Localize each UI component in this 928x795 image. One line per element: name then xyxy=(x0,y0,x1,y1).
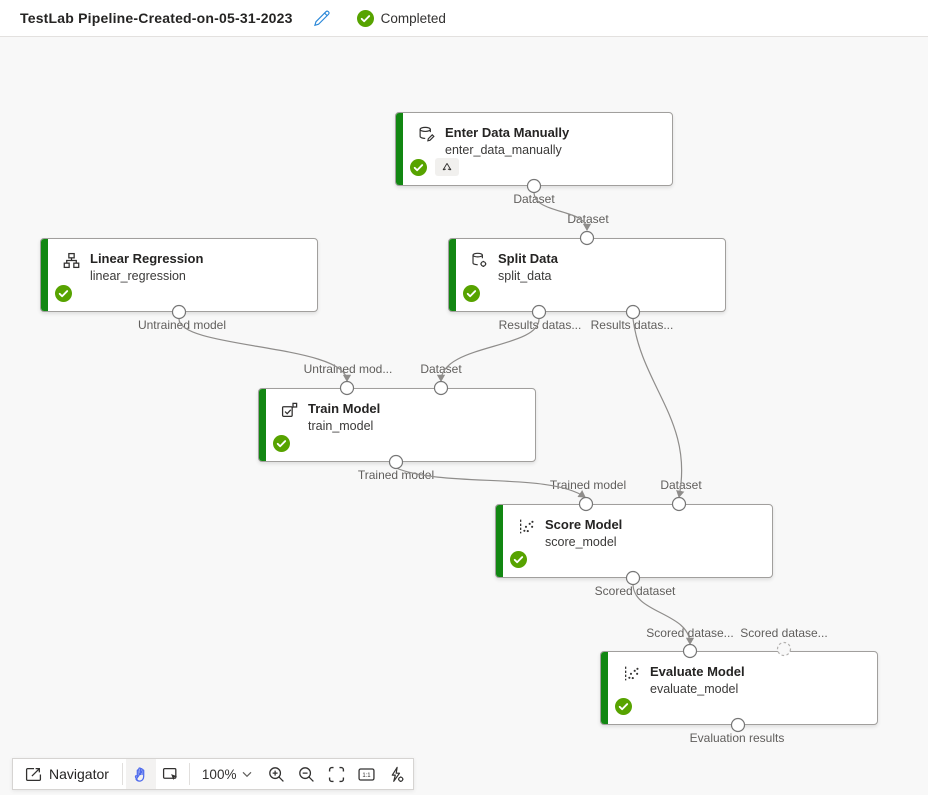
port-input-untrained-model[interactable] xyxy=(339,380,355,396)
scatter-plot-icon xyxy=(517,517,535,535)
node-title: Split Data xyxy=(498,251,558,266)
node-completed-icon xyxy=(410,159,427,176)
auto-layout-icon xyxy=(391,766,404,782)
toolbar-divider xyxy=(121,763,123,785)
node-title: Train Model xyxy=(308,401,381,416)
port-label: Scored datase... xyxy=(740,626,828,640)
node-completed-icon xyxy=(463,285,480,302)
node-subtitle: linear_regression xyxy=(90,269,186,283)
zoom-in-icon xyxy=(269,766,284,782)
port-label: Dataset xyxy=(420,362,462,376)
edit-title-button[interactable] xyxy=(311,7,333,29)
zoom-level-dropdown[interactable]: 100% xyxy=(193,759,262,789)
node-completed-icon xyxy=(615,698,632,715)
port-label: Dataset xyxy=(660,478,702,492)
node-linear-regression[interactable]: Linear Regression linear_regression xyxy=(40,238,318,312)
pan-hand-icon xyxy=(135,766,145,782)
zoom-out-button[interactable] xyxy=(291,759,321,789)
database-edit-icon xyxy=(417,125,435,143)
header-bar: TestLab Pipeline-Created-on-05-31-2023 C… xyxy=(0,0,928,37)
navigator-icon xyxy=(25,767,42,781)
node-split-data[interactable]: Split Data split_data xyxy=(448,238,726,312)
node-enter-data-manually[interactable]: Enter Data Manually enter_data_manually xyxy=(395,112,673,186)
node-status-bar xyxy=(41,239,48,311)
port-output-results-dataset2[interactable] xyxy=(625,304,641,320)
port-output-scored-dataset[interactable] xyxy=(625,570,641,586)
port-label: Dataset xyxy=(513,192,555,206)
port-input-dataset[interactable] xyxy=(579,230,595,246)
port-label: Trained model xyxy=(357,468,435,482)
fit-to-screen-icon xyxy=(328,766,345,782)
port-input-dataset[interactable] xyxy=(433,380,449,396)
port-output-trained-model[interactable] xyxy=(388,454,404,470)
zoom-level-value: 100% xyxy=(201,766,237,782)
actual-size-button[interactable]: 1:1 xyxy=(351,759,381,789)
chevron-down-icon xyxy=(243,771,252,777)
navigator-label: Navigator xyxy=(49,766,109,782)
node-title: Enter Data Manually xyxy=(445,125,570,140)
node-subtitle: evaluate_model xyxy=(650,682,739,696)
completed-check-icon xyxy=(356,9,374,27)
port-label: Evaluation results xyxy=(689,731,785,745)
scatter-plot-icon xyxy=(622,664,640,682)
pencil-icon xyxy=(314,10,330,26)
node-status-bar xyxy=(496,505,503,577)
auto-layout-button[interactable] xyxy=(381,759,411,789)
port-output-dataset[interactable] xyxy=(526,178,542,194)
select-tool-button[interactable] xyxy=(156,759,186,789)
edge-connection xyxy=(632,318,685,499)
node-completed-icon xyxy=(510,551,527,568)
node-status-bar xyxy=(449,239,456,311)
zoom-in-button[interactable] xyxy=(261,759,291,789)
node-subtitle: enter_data_manually xyxy=(445,143,562,157)
node-subtitle: train_model xyxy=(308,419,374,433)
node-completed-icon xyxy=(55,285,72,302)
canvas-toolbar: Navigator 100% xyxy=(12,758,415,790)
port-input-trained-model[interactable] xyxy=(578,496,594,512)
zoom-out-icon xyxy=(299,766,314,782)
pan-tool-button[interactable] xyxy=(125,759,156,789)
port-label: Results datas... xyxy=(590,318,674,332)
port-input-scored-dataset[interactable] xyxy=(682,643,698,659)
port-input-dataset[interactable] xyxy=(671,496,687,512)
status-badge: Completed xyxy=(356,9,446,27)
port-label: Untrained model xyxy=(137,318,227,332)
fit-to-screen-button[interactable] xyxy=(321,759,351,789)
port-output-results-dataset1[interactable] xyxy=(531,304,547,320)
toolbar-divider xyxy=(188,763,190,785)
port-label: Dataset xyxy=(567,212,609,226)
node-score-model[interactable]: Score Model score_model xyxy=(495,504,773,578)
node-status-bar xyxy=(601,652,608,724)
node-evaluate-model[interactable]: Evaluate Model evaluate_model xyxy=(600,651,878,725)
reuse-badge-icon xyxy=(435,158,459,176)
port-output-evaluation-results[interactable] xyxy=(730,717,746,733)
navigator-button[interactable]: Navigator xyxy=(15,759,119,789)
database-gear-icon xyxy=(470,251,488,269)
node-train-model[interactable]: Train Model train_model xyxy=(258,388,536,462)
port-output-untrained-model[interactable] xyxy=(171,304,187,320)
train-model-icon xyxy=(280,401,298,419)
port-label: Scored dataset xyxy=(594,584,676,598)
node-title: Linear Regression xyxy=(90,251,204,266)
port-input-scored-dataset-unconnected[interactable] xyxy=(776,641,792,657)
hierarchy-icon xyxy=(62,251,80,269)
actual-size-icon: 1:1 xyxy=(358,767,375,781)
status-text: Completed xyxy=(380,10,446,26)
svg-text:1:1: 1:1 xyxy=(362,773,371,779)
node-subtitle: split_data xyxy=(498,269,552,283)
pipeline-title: TestLab Pipeline-Created-on-05-31-2023 xyxy=(20,10,293,26)
node-subtitle: score_model xyxy=(545,535,617,549)
node-title: Evaluate Model xyxy=(650,664,745,679)
node-status-bar xyxy=(259,389,266,461)
node-completed-icon xyxy=(273,435,290,452)
pipeline-canvas[interactable]: Enter Data Manually enter_data_manually xyxy=(0,37,928,795)
node-status-bar xyxy=(396,113,403,185)
node-title: Score Model xyxy=(545,517,623,532)
select-cursor-icon xyxy=(163,767,178,780)
